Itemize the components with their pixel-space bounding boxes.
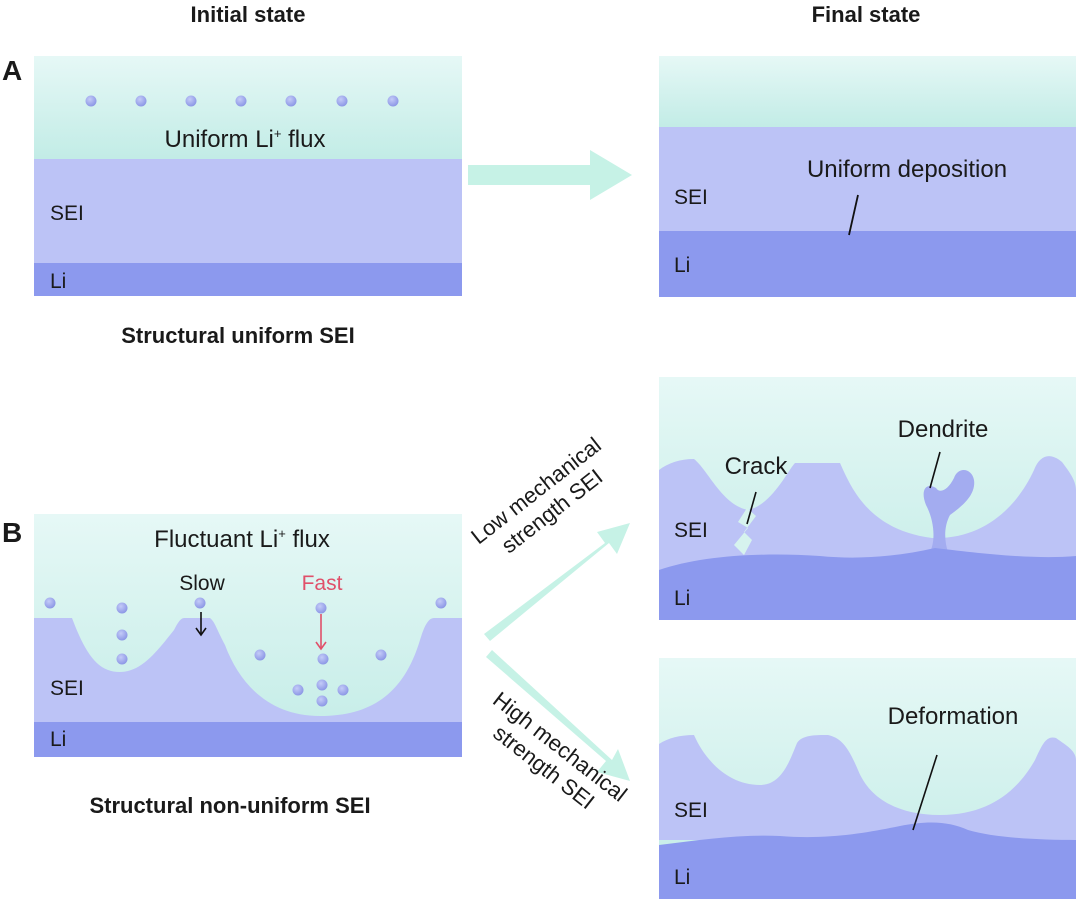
sei-label: SEI <box>50 677 84 700</box>
li-ion <box>116 602 128 614</box>
caption-structural-uniform-sei: Structural uniform SEI <box>121 323 354 348</box>
dendrite <box>923 469 975 552</box>
li-ion <box>337 684 349 696</box>
li-ion <box>315 602 327 614</box>
crack <box>734 508 756 555</box>
arrow-b-low-strength <box>484 523 630 641</box>
panel-a-initial: Uniform Li+ flux SEI Li <box>34 56 462 296</box>
uniform-li-ions <box>85 95 399 107</box>
li-layer <box>34 722 462 757</box>
li-ion <box>194 597 206 609</box>
deformation-callout-line <box>912 754 938 831</box>
crack-callout-line <box>746 491 757 525</box>
slow-label: Slow <box>179 572 225 595</box>
li-ion <box>336 95 348 107</box>
panel-b-final-low-strength: Crack Dendrite SEI Li <box>659 377 1076 620</box>
li-ion <box>135 95 147 107</box>
sei-layer <box>659 127 1076 231</box>
li-ion <box>85 95 97 107</box>
sei-layer <box>659 735 1076 840</box>
fast-label: Fast <box>302 572 343 595</box>
li-ion <box>435 597 447 609</box>
panel-b-final-high-strength: Deformation SEI Li <box>659 658 1076 899</box>
li-ion <box>235 95 247 107</box>
li-layer <box>34 263 462 296</box>
electrolyte-layer <box>34 56 462 159</box>
li-label: Li <box>674 587 690 610</box>
header-final-state: Final state <box>812 2 921 27</box>
sei-layer <box>34 618 462 722</box>
li-label: Li <box>50 270 66 293</box>
panel-b-letter: B <box>2 517 22 548</box>
panel-a-final: SEI Li Uniform deposition <box>659 56 1076 297</box>
header-initial-state: Initial state <box>191 2 306 27</box>
li-ion <box>44 597 56 609</box>
sei-label: SEI <box>674 799 708 822</box>
li-ion <box>285 95 297 107</box>
li-ion <box>116 629 128 641</box>
li-ion <box>387 95 399 107</box>
li-layer <box>659 822 1076 899</box>
li-ion <box>254 649 266 661</box>
sei-layer <box>34 159 462 263</box>
electrolyte-layer <box>659 56 1076 127</box>
li-layer <box>659 548 1076 620</box>
fluctuant-flux-label: Fluctuant Li+ flux <box>154 526 330 553</box>
li-label: Li <box>674 254 690 277</box>
li-ion <box>185 95 197 107</box>
dendrite-callout-line <box>929 451 941 489</box>
caption-structural-non-uniform-sei: Structural non-uniform SEI <box>89 793 370 818</box>
panel-b-initial: Fluctuant Li+ flux Slow Fast SEI Li <box>34 514 462 757</box>
li-ion <box>116 653 128 665</box>
dendrite-label: Dendrite <box>898 416 989 443</box>
li-ion <box>375 649 387 661</box>
li-ion <box>292 684 304 696</box>
fluctuant-li-ions <box>44 597 447 707</box>
li-label: Li <box>674 866 690 889</box>
arrow-b-high-strength <box>486 650 630 781</box>
arrow-a-right <box>468 150 632 200</box>
panel-a-letter: A <box>2 55 22 86</box>
sei-label: SEI <box>674 519 708 542</box>
uniform-flux-label: Uniform Li+ flux <box>165 126 326 153</box>
li-layer <box>659 231 1076 297</box>
li-ion <box>316 679 328 691</box>
fast-arrow-icon <box>315 641 327 651</box>
li-label: Li <box>50 728 66 751</box>
deformation-label: Deformation <box>888 703 1019 730</box>
crack-label: Crack <box>725 453 789 480</box>
sei-layer <box>659 456 1076 570</box>
li-ion <box>317 653 329 665</box>
uniform-deposition-label: Uniform deposition <box>807 156 1007 183</box>
sei-label: SEI <box>50 202 84 225</box>
sei-label: SEI <box>674 186 708 209</box>
slow-arrow-icon <box>195 627 207 637</box>
li-ion <box>316 695 328 707</box>
callout-line <box>848 194 859 236</box>
